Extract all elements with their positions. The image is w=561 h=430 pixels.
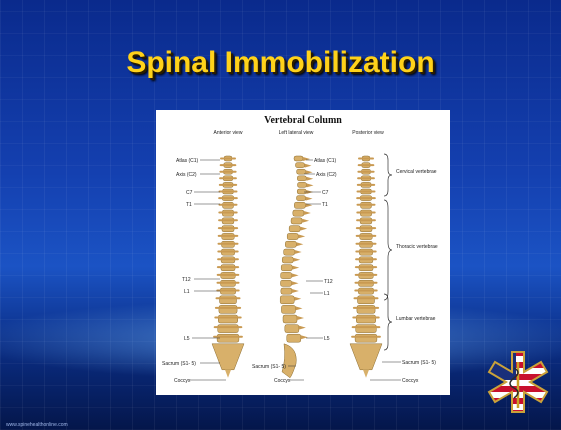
- label-atlas-mid: Atlas (C1): [314, 158, 337, 164]
- vertebra: [294, 202, 305, 208]
- star-of-life-flag-icon: [486, 350, 550, 420]
- vertebral-column-diagram: Vertebral Column Anterior view Left late…: [156, 110, 450, 395]
- anterior-spine: [212, 156, 244, 378]
- vertebra: [281, 265, 292, 271]
- view-label-anterior: Anterior view: [214, 130, 243, 136]
- label-c7: C7: [186, 190, 193, 196]
- vertebra: [293, 210, 304, 216]
- vertebra: [295, 163, 304, 168]
- label-atlas: Atlas (C1): [176, 158, 199, 164]
- view-label-lateral: Left lateral view: [279, 130, 314, 136]
- vertebra: [287, 334, 301, 342]
- vertebra: [219, 305, 237, 313]
- label-coccyx: Coccyx: [174, 378, 191, 384]
- vertebra: [281, 272, 292, 278]
- label-sacrum-right: Sacrum (S1- 5): [402, 360, 436, 366]
- footer-credit: www.spinehealthonline.com: [6, 422, 68, 428]
- sacrum: [350, 344, 382, 370]
- vertebra: [281, 305, 295, 313]
- label-axis-mid: Axis (C2): [316, 172, 337, 178]
- label-l1-mid: L1: [324, 291, 330, 297]
- vertebra: [297, 176, 306, 181]
- lateral-labels: Atlas (C1) Axis (C2) C7 T1 T12 L1 L5 Sac…: [252, 158, 337, 384]
- label-t1-mid: T1: [322, 202, 328, 208]
- vertebra: [220, 296, 237, 304]
- vertebra: [282, 257, 293, 263]
- label-coccyx-mid: Coccyx: [274, 378, 291, 384]
- vertebra: [283, 315, 297, 323]
- sacrum: [282, 344, 296, 378]
- vertebra: [287, 233, 298, 239]
- view-label-posterior: Posterior view: [352, 130, 384, 136]
- label-c7-mid: C7: [322, 190, 329, 196]
- label-l5-mid: L5: [324, 336, 330, 342]
- slide-title: Spinal Immobilization: [0, 46, 561, 80]
- vertebra: [356, 315, 375, 323]
- vertebra: [289, 226, 300, 232]
- vertebra: [280, 296, 294, 304]
- vertebra: [297, 189, 306, 194]
- vertebra: [358, 296, 375, 304]
- vertebra: [281, 280, 292, 286]
- vertebra: [297, 196, 306, 201]
- label-sacrum: Sacrum (S1- 5): [162, 361, 196, 367]
- label-l1: L1: [184, 289, 190, 295]
- vertebral-column-figure: Vertebral Column Anterior view Left late…: [156, 110, 450, 395]
- label-t12: T12: [182, 277, 191, 283]
- vertebra: [297, 182, 306, 187]
- vertebra: [285, 325, 299, 333]
- region-braces: Cervical vertebrae Thoracic vertebrae Lu…: [370, 154, 438, 384]
- lateral-spine: [280, 156, 313, 378]
- vertebra: [281, 288, 292, 294]
- label-t12-mid: T12: [324, 279, 333, 285]
- sacrum: [212, 344, 244, 370]
- vertebra: [217, 334, 239, 342]
- label-axis: Axis (C2): [176, 172, 197, 178]
- region-cervical: Cervical vertebrae: [396, 169, 437, 175]
- label-l5: L5: [184, 336, 190, 342]
- vertebra: [291, 218, 302, 224]
- figure-heading: Vertebral Column: [264, 115, 342, 126]
- vertebra: [285, 241, 296, 247]
- vertebra: [357, 305, 375, 313]
- region-lumbar: Lumbar vertebrae: [396, 316, 436, 322]
- vertebra: [294, 156, 303, 161]
- label-sacrum-mid: Sacrum (S1- 5): [252, 364, 286, 370]
- vertebra: [218, 325, 239, 333]
- posterior-spine: [350, 156, 382, 378]
- label-coccyx-right: Coccyx: [402, 378, 419, 384]
- vertebra: [297, 169, 306, 174]
- vertebra: [356, 325, 377, 333]
- vertebra: [355, 334, 377, 342]
- vertebra: [218, 315, 237, 323]
- vertebra: [284, 249, 295, 255]
- region-thoracic: Thoracic vertebrae: [396, 244, 438, 250]
- label-t1: T1: [186, 202, 192, 208]
